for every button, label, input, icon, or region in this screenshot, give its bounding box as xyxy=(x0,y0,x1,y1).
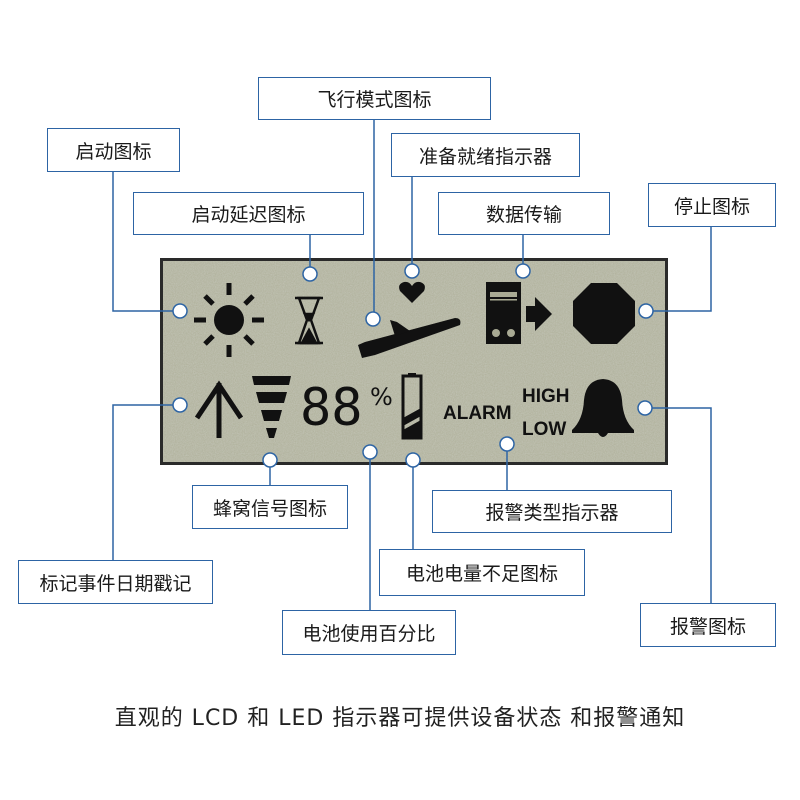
label-alarm-type: 报警类型指示器 xyxy=(432,490,672,533)
label-alarm: 报警图标 xyxy=(640,603,776,647)
connector-lines xyxy=(112,120,712,610)
label-airplane-mode: 飞行模式图标 xyxy=(258,77,491,120)
data-transfer-icon xyxy=(486,282,552,344)
airplane-landing-icon xyxy=(358,318,461,358)
connector-dots xyxy=(172,263,654,468)
label-data-transfer: 数据传输 xyxy=(438,192,610,235)
label-stop: 停止图标 xyxy=(648,183,776,227)
label-cellular: 蜂窝信号图标 xyxy=(192,485,348,529)
lcd-low-text: LOW xyxy=(522,419,567,440)
label-mark-event: 标记事件日期戳记 xyxy=(18,560,213,604)
bell-icon xyxy=(572,379,634,437)
sun-icon xyxy=(194,283,264,357)
label-start: 启动图标 xyxy=(47,128,180,172)
arrow-up-icon xyxy=(194,380,244,438)
heart-icon xyxy=(399,281,425,303)
low-battery-icon xyxy=(401,373,423,440)
caption: 直观的 LCD 和 LED 指示器可提供设备状态 和报警通知 xyxy=(114,706,686,731)
label-start-delay: 启动延迟图标 xyxy=(133,192,364,235)
hourglass-icon xyxy=(295,296,323,345)
label-ready: 准备就绪指示器 xyxy=(391,133,580,177)
lcd-digits: 88 xyxy=(300,378,363,438)
label-low-battery: 电池电量不足图标 xyxy=(379,549,585,596)
cellular-signal-icon xyxy=(252,376,291,438)
lcd-alarm-text: ALARM xyxy=(443,403,512,424)
lcd-high-text: HIGH xyxy=(522,386,570,407)
lcd-percent: % xyxy=(370,383,393,411)
label-battery-percent: 电池使用百分比 xyxy=(282,610,456,655)
stop-octagon-icon xyxy=(573,283,635,344)
